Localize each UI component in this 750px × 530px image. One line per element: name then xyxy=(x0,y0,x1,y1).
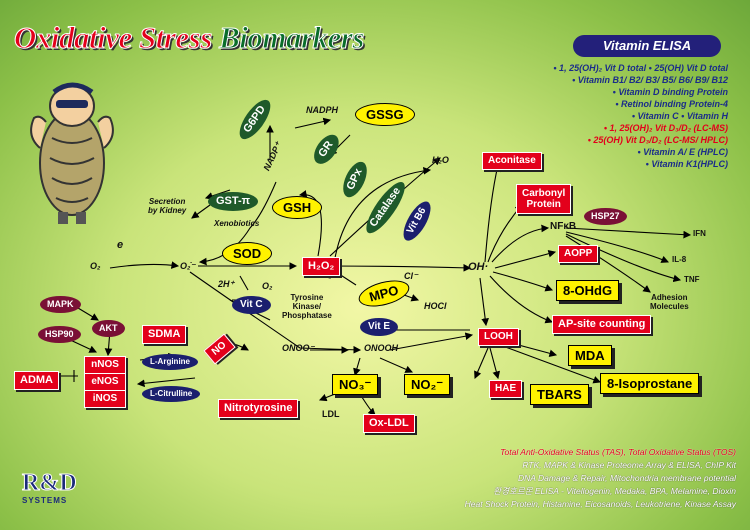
elisa-item: • Vitamin A/ E (HPLC) xyxy=(637,147,729,157)
node-o2a: O₂ xyxy=(90,261,101,271)
node-akt: AKT xyxy=(92,320,125,337)
elisa-badge: Vitamin ELISA xyxy=(573,35,721,57)
node-nfkb: NFκB xyxy=(550,221,577,232)
node-gst: GST-π xyxy=(208,192,259,211)
node-lcit: L-Citrulline xyxy=(142,386,201,402)
node-tnf: TNF xyxy=(684,275,700,284)
elisa-item: • Vitamin C • Vitamin H xyxy=(631,111,728,121)
node-looh: LOOH xyxy=(478,328,519,346)
elisa-item: • 1, 25(OH)₂ Vit D₃/D₂ (LC-MS) xyxy=(603,123,728,133)
node-carbonyl: Carbonyl Protein xyxy=(516,184,572,214)
node-larg: L-Arginine xyxy=(142,354,198,370)
bottom-list-item: Total Anti-Oxidative Status (TAS), Total… xyxy=(500,447,736,457)
node-il8: IL-8 xyxy=(672,255,687,264)
bottom-list-item: DNA Damage & Repair, Mitochondria membra… xyxy=(518,473,736,483)
node-h2o: H₂O xyxy=(432,155,449,165)
node-inos: iNOS xyxy=(84,390,126,408)
mitochondria-mascot-icon xyxy=(30,82,114,224)
node-mapk: MAPK xyxy=(40,296,81,313)
node-ifn: IFN xyxy=(693,229,706,238)
rnd-systems-logo: R&D SYSTEMS xyxy=(22,470,78,506)
node-h2o2: H₂O₂ xyxy=(302,257,341,276)
node-no3: NO₃⁻ xyxy=(332,374,379,395)
elisa-item: • Vitamin D binding Protein xyxy=(612,87,728,97)
node-no2: NO₂⁻ xyxy=(404,374,451,395)
elisa-item: • Vitamin B1/ B2/ B3/ B5/ B6/ B9/ B12 xyxy=(572,75,728,85)
title-part2: Biomarkers xyxy=(219,20,365,56)
node-hae: HAE xyxy=(489,380,523,398)
node-cl: Cl⁻ xyxy=(404,271,418,281)
node-o2rad: O₂̇⁻ xyxy=(180,261,196,271)
node-sod: SOD xyxy=(222,242,273,265)
node-e: e xyxy=(117,239,124,251)
bottom-service-list: Total Anti-Oxidative Status (TAS), Total… xyxy=(465,446,736,511)
node-mda: MDA xyxy=(568,345,612,366)
node-aopp: AOPP xyxy=(558,245,599,263)
elisa-item: • 25(OH) Vit D₃/D₂ (LC-MS/ HPLC) xyxy=(587,135,728,145)
bottom-list-item: RTK, MAPK & Kinase Proteome Array & ELIS… xyxy=(522,460,736,470)
node-aconitase: Aconitase xyxy=(482,152,542,170)
node-nitrotyr: Nitrotyrosine xyxy=(218,399,299,418)
node-gssg: GSSG xyxy=(355,103,415,126)
node-ldl: LDL xyxy=(322,409,340,419)
bottom-list-item: 환경호르몬 ELISA - Vitellogenin, Medaka, BPA,… xyxy=(493,486,736,496)
node-hocl: HOCl xyxy=(424,301,447,311)
title-part1: Oxidative Stress xyxy=(14,20,213,56)
node-nnos: nNOS xyxy=(84,356,126,374)
node-onoo: ONOO⁻ xyxy=(282,343,315,353)
node-hsp90: HSP90 xyxy=(38,326,81,343)
page-title: Oxidative Stress Biomarkers xyxy=(14,20,365,56)
elisa-item: • Retinol binding Protein-4 xyxy=(615,99,728,109)
bottom-list-item: Heat Shock Protein, Histamine, Eicosanoi… xyxy=(464,499,736,509)
node-secretion: Secretion by Kidney xyxy=(148,197,187,215)
node-nadph: NADPH xyxy=(306,105,339,115)
node-hsp27: HSP27 xyxy=(584,208,627,225)
node-sdma: SDMA xyxy=(142,325,187,344)
node-adma: ADMA xyxy=(14,371,59,390)
node-vite: Vit E xyxy=(360,318,399,336)
node-isop: 8-Isoprostane xyxy=(600,373,700,394)
node-oh: OH· xyxy=(468,261,489,273)
node-twoh: 2H⁺ xyxy=(218,279,235,289)
node-tyrosine: Tyrosine Kinase/ Phosphatase xyxy=(282,293,332,320)
node-oxldl: Ox-LDL xyxy=(363,414,415,433)
node-tbars: TBARS xyxy=(530,384,589,405)
node-apsite: AP-site counting xyxy=(552,315,652,334)
node-gsh: GSH xyxy=(272,196,323,219)
elisa-item: • Vitamin K1(HPLC) xyxy=(645,159,728,169)
elisa-item: • 1, 25(OH)₂ Vit D total • 25(OH) Vit D … xyxy=(553,63,728,73)
node-adhesion: Adhesion Molecules xyxy=(650,293,689,311)
node-xenobiotics: Xenobiotics xyxy=(214,219,260,228)
node-vitc: Vit C xyxy=(232,296,271,314)
node-o2b: O₂ xyxy=(262,281,273,291)
node-ohdg: 8-OHdG xyxy=(556,280,620,301)
elisa-list: • 1, 25(OH)₂ Vit D total • 25(OH) Vit D … xyxy=(553,62,728,170)
node-enos: eNOS xyxy=(84,373,126,391)
node-onooh: ONOOH xyxy=(364,343,399,353)
